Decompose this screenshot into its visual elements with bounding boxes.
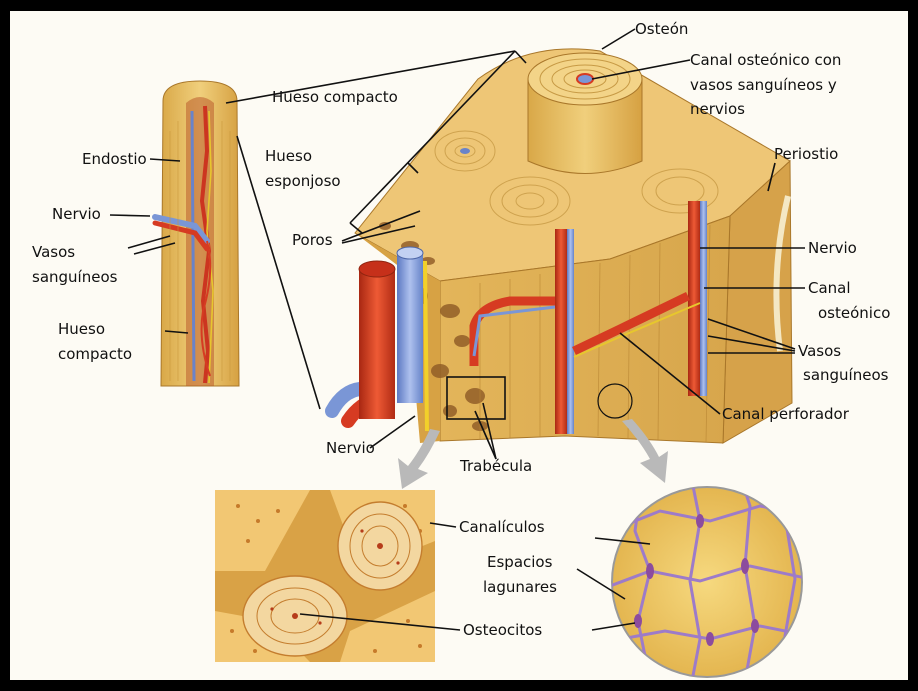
label-osteon: Osteón xyxy=(635,20,688,38)
label-compact-bone-left-1: Hueso xyxy=(58,320,105,338)
label-perforating-canal: Canal perforador xyxy=(722,405,850,423)
long-bone-section xyxy=(155,81,239,386)
label-endosteum: Endostio xyxy=(82,150,147,168)
spongy-bone-inset xyxy=(215,490,435,662)
bone-structure-diagram: Osteón Canal osteónico con vasos sanguín… xyxy=(10,11,908,680)
label-nerve-right: Nervio xyxy=(808,239,857,257)
label-vessels-right-2: sanguíneos xyxy=(803,366,889,384)
label-central-canal-1: Canal osteónico con xyxy=(690,51,841,69)
label-vessels-left-1: Vasos xyxy=(32,243,75,261)
canaliculi-inset xyxy=(610,481,810,680)
label-canaliculi: Canalículos xyxy=(459,518,545,536)
label-pores: Poros xyxy=(292,231,333,249)
label-compact-bone-top: Hueso compacto xyxy=(272,88,398,106)
label-osteocytes: Osteocitos xyxy=(463,621,542,639)
label-spongy-bone-1: Hueso xyxy=(265,147,312,165)
label-compact-bone-left-2: compacto xyxy=(58,345,132,363)
label-nerve-left: Nervio xyxy=(52,205,101,223)
label-lacunae-1: Espacios xyxy=(487,553,553,571)
label-spongy-bone-2: esponjoso xyxy=(265,172,341,190)
label-central-canal-2: vasos sanguíneos y xyxy=(690,76,837,94)
label-vessels-right-1: Vasos xyxy=(798,342,841,360)
label-central-canal-right-1: Canal xyxy=(808,279,851,297)
diagram-frame: Osteón Canal osteónico con vasos sanguín… xyxy=(10,11,908,680)
label-nerve-bottom: Nervio xyxy=(326,439,375,457)
label-central-canal-right-2: osteónico xyxy=(818,304,890,322)
label-central-canal-3: nervios xyxy=(690,100,745,118)
label-periosteum: Periostio xyxy=(774,145,838,163)
label-trabecula: Trabécula xyxy=(459,457,532,475)
label-lacunae-2: lagunares xyxy=(483,578,557,596)
label-vessels-left-2: sanguíneos xyxy=(32,268,118,286)
